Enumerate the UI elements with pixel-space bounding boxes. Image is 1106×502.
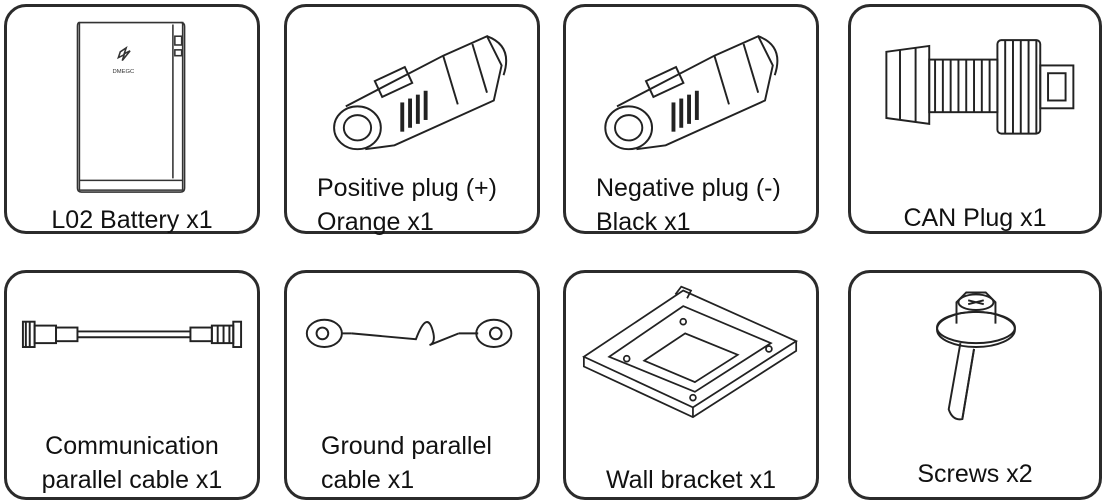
- item-label-line1: CAN Plug x1: [903, 204, 1047, 232]
- wall-bracket-icon: [582, 285, 799, 419]
- item-label-line1: Wall bracket x1: [606, 466, 776, 494]
- item-label: CAN Plug x1: [851, 201, 1099, 235]
- item-card-can-plug: CAN Plug x1: [848, 4, 1102, 234]
- item-label-line1: Ground parallel: [321, 432, 492, 460]
- screw-icon: [936, 291, 1016, 421]
- item-label-line1: Positive plug (+): [317, 174, 497, 202]
- battery-logo-text: DMEGC: [113, 69, 135, 75]
- ground-cable-icon: [305, 318, 513, 348]
- negative-plug-icon: [604, 34, 779, 151]
- item-label: Wall bracket x1: [566, 463, 816, 497]
- item-label-line2: parallel cable x1: [41, 466, 223, 494]
- can-plug-icon: [885, 39, 1075, 135]
- item-label: Negative plug (-) Black x1: [596, 171, 781, 239]
- item-card-negative-plug: Negative plug (-) Black x1: [563, 4, 819, 236]
- item-label-line1: L02 Battery x1: [51, 206, 213, 234]
- item-label-line1: Negative plug (-): [596, 174, 781, 202]
- battery-icon: DMEGC: [76, 21, 186, 193]
- item-label-line2: cable x1: [321, 466, 415, 494]
- item-card-battery: DMEGC L02 Battery x1: [4, 4, 260, 234]
- item-label-line1: Screws x2: [917, 460, 1033, 488]
- item-label: Screws x2: [851, 457, 1099, 491]
- item-label: Positive plug (+) Orange x1: [317, 171, 497, 239]
- item-card-screws: Screws x2: [848, 270, 1102, 500]
- item-card-ground-cable: Ground parallel cable x1: [284, 270, 540, 500]
- item-label-line2: Orange x1: [317, 208, 434, 236]
- positive-plug-icon: [333, 34, 508, 151]
- item-card-positive-plug: Positive plug (+) Orange x1: [284, 4, 540, 236]
- communication-cable-icon: [21, 320, 243, 348]
- item-label: L02 Battery x1: [7, 203, 257, 237]
- item-label: Ground parallel cable x1: [321, 429, 492, 497]
- item-label-line2: Black x1: [596, 208, 691, 236]
- item-card-communication-cable: Communication parallel cable x1: [4, 270, 260, 500]
- item-label: Communication parallel cable x1: [7, 429, 257, 497]
- item-label-line1: Communication: [45, 432, 219, 460]
- item-card-wall-bracket: Wall bracket x1: [563, 270, 819, 500]
